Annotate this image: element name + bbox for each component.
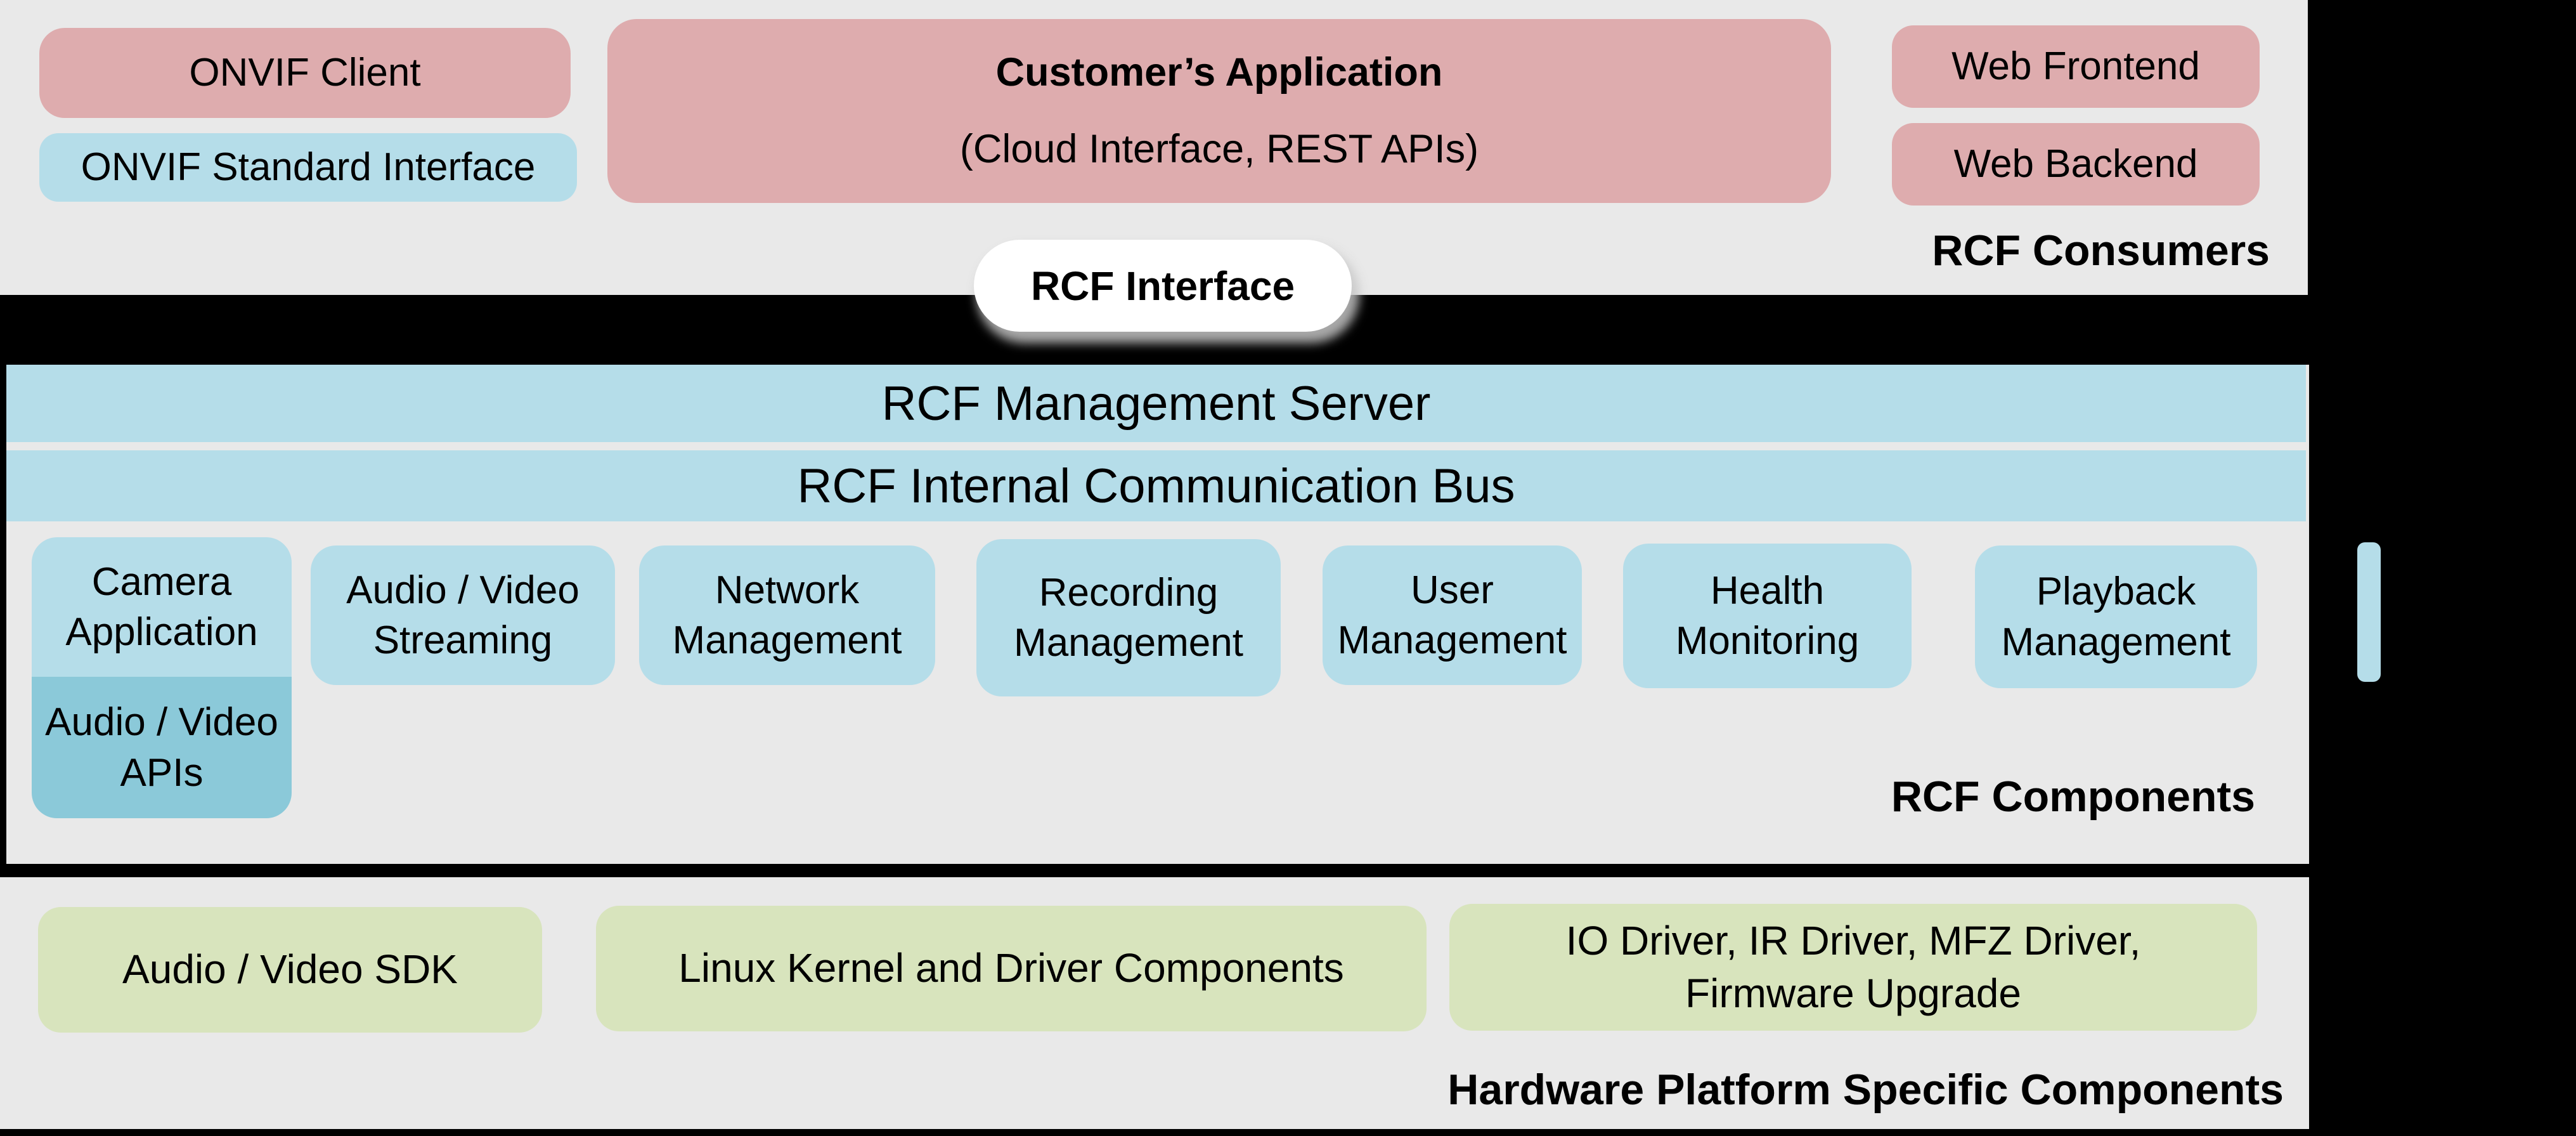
camera-application-box: Camera Application (32, 537, 292, 677)
recording-management-box: Recording Management (976, 539, 1281, 696)
customer-application-subtitle: (Cloud Interface, REST APIs) (959, 127, 1479, 171)
linux-kernel-drivers-box: Linux Kernel and Driver Components (596, 906, 1427, 1031)
components-layer-panel: RCF Management Server RCF Internal Commu… (6, 365, 2309, 864)
audio-video-streaming-box: Audio / Video Streaming (311, 545, 615, 685)
right-accent-bar (2357, 542, 2381, 682)
audio-video-apis-box: Audio / Video APIs (32, 677, 292, 818)
consumers-layer-panel: ONVIF Client ONVIF Standard Interface Cu… (0, 0, 2308, 295)
playback-management-box: Playback Management (1975, 545, 2257, 688)
components-layer-label: RCF Components (1891, 773, 2255, 821)
rcf-internal-communication-bus-bar: RCF Internal Communication Bus (6, 450, 2306, 521)
web-backend-box: Web Backend (1892, 123, 2260, 206)
customer-application-box: Customer’s Application (Cloud Interface,… (607, 19, 1831, 203)
rcf-management-server-bar: RCF Management Server (6, 365, 2306, 442)
onvif-client-box: ONVIF Client (39, 28, 571, 118)
hardware-layer-panel: Audio / Video SDK Linux Kernel and Drive… (0, 877, 2309, 1129)
io-ir-mfz-firmware-box: IO Driver, IR Driver, MFZ Driver, Firmwa… (1449, 904, 2257, 1031)
hardware-layer-label: Hardware Platform Specific Components (1447, 1066, 2284, 1114)
customer-application-title: Customer’s Application (995, 50, 1443, 95)
audio-video-sdk-box: Audio / Video SDK (38, 907, 542, 1033)
user-management-box: User Management (1323, 545, 1582, 685)
consumers-layer-label: RCF Consumers (1932, 226, 2270, 275)
network-management-box: Network Management (639, 545, 935, 685)
health-monitoring-box: Health Monitoring (1623, 544, 1912, 688)
rcf-interface-pill: RCF Interface (974, 240, 1352, 332)
onvif-standard-interface-box: ONVIF Standard Interface (39, 133, 577, 202)
web-frontend-box: Web Frontend (1892, 25, 2260, 108)
